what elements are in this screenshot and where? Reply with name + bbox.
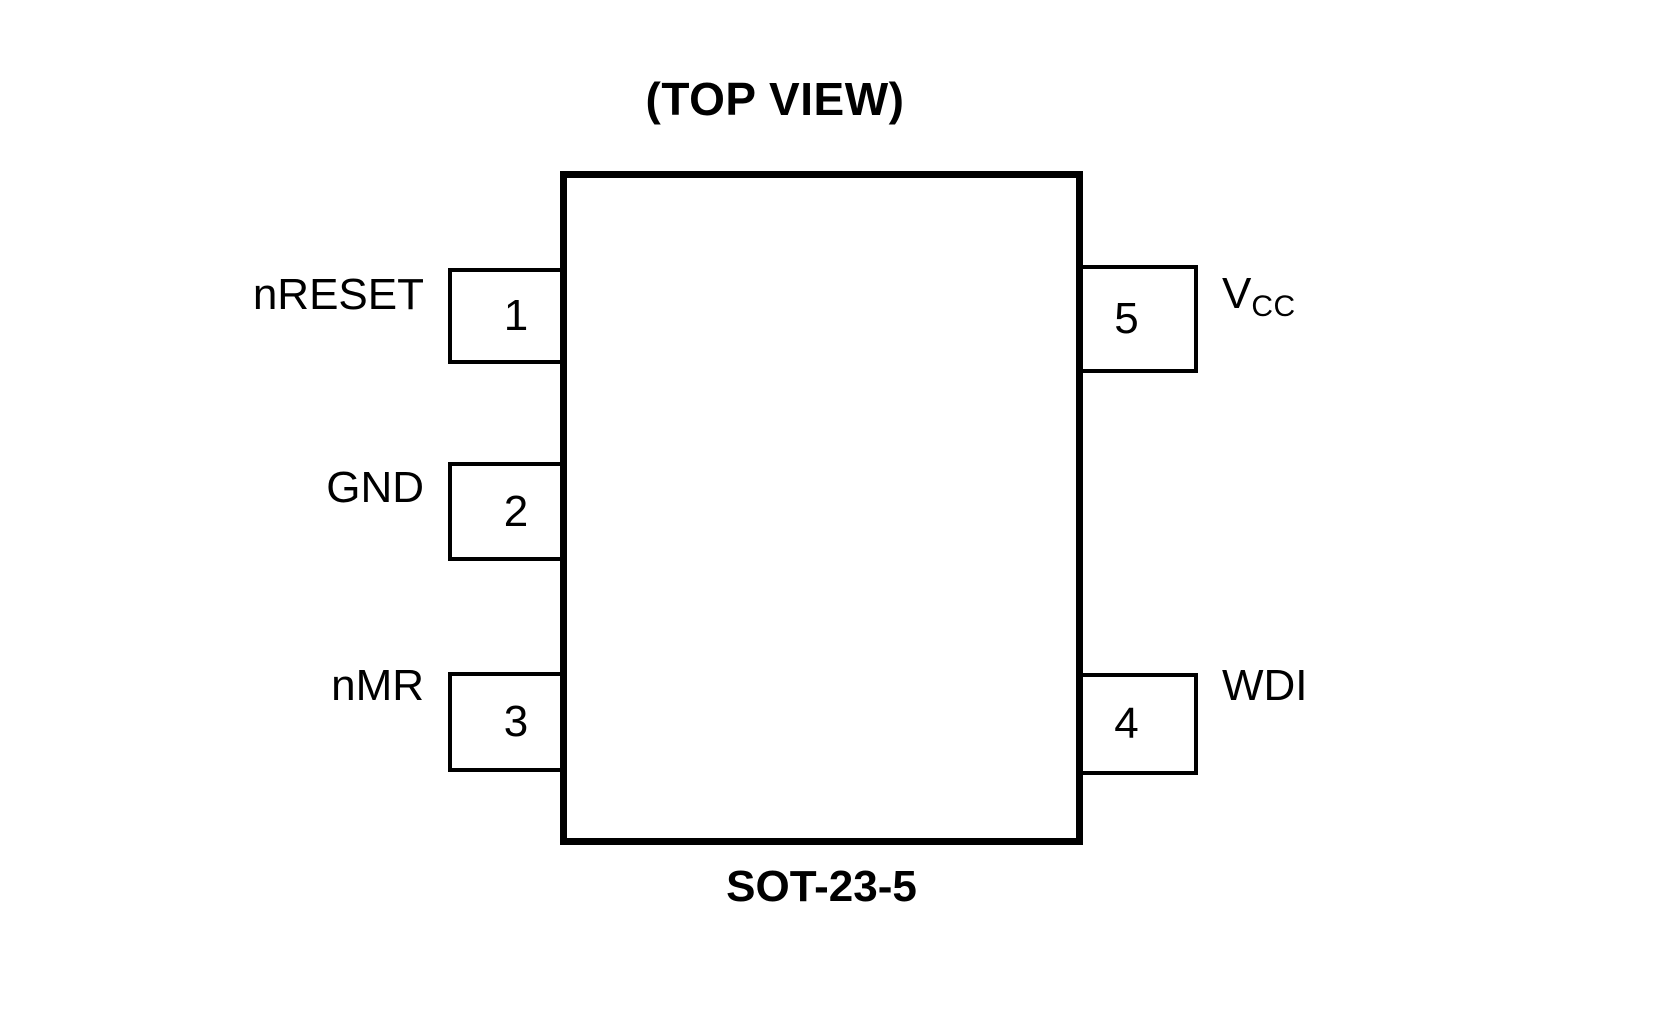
pin-pad-1: 1 [448, 268, 566, 364]
pin-number-2: 2 [503, 486, 529, 536]
pin-label-vcc-base: V [1222, 269, 1252, 318]
pin-number-4: 4 [1114, 699, 1139, 748]
pin-pad-3: 3 [448, 672, 566, 772]
pin-label-vcc: VCC [1222, 269, 1296, 322]
pin-pad-2: 2 [448, 462, 566, 561]
package-body-outline [560, 171, 1083, 845]
pin-pad-4: 4 [1077, 673, 1198, 775]
pin-label-nmr: nMR [331, 661, 424, 710]
pin-label-nreset: nRESET [252, 270, 424, 319]
pin-number-1: 1 [503, 291, 529, 340]
package-name-label: SOT-23-5 [726, 862, 917, 911]
view-title: (TOP VIEW) [645, 73, 905, 125]
pin-label-gnd: GND [326, 463, 424, 512]
pin-label-vcc-subscript: CC [1251, 290, 1296, 323]
pin-number-3: 3 [503, 697, 529, 746]
pin-number-5: 5 [1114, 294, 1139, 343]
pin-label-wdi: WDI [1222, 661, 1308, 710]
pin-pad-5: 5 [1077, 265, 1198, 373]
